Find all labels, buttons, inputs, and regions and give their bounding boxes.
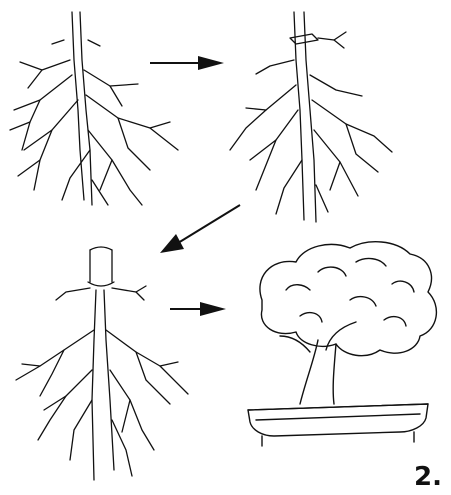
arrow-right-icon-2 [170,302,226,316]
arrow-down-left-icon [160,205,240,253]
wired-root-illustration [230,12,392,222]
bonsai-illustration [248,242,436,446]
arrow-right-icon [150,56,224,70]
root-cutting-illustration [10,12,178,205]
figure-number-label: 2. [414,464,442,490]
trimmed-root-illustration [16,247,188,480]
